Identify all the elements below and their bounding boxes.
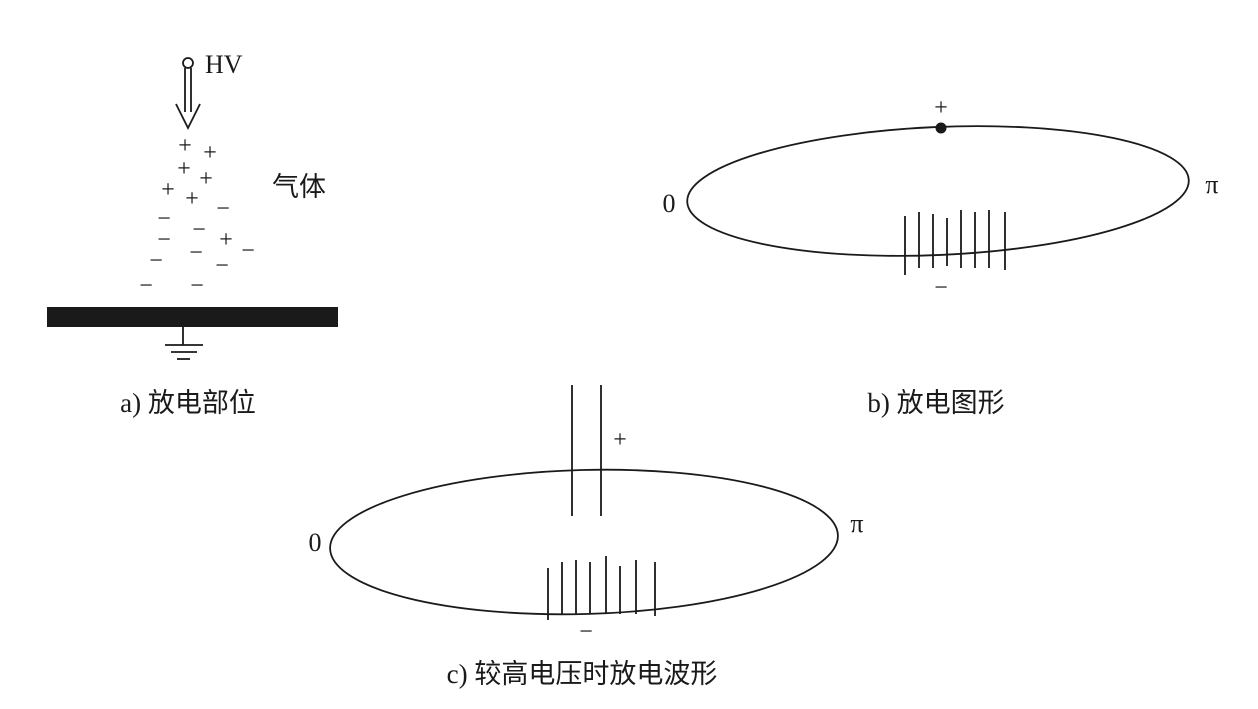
positive-charge-sign: + (161, 177, 175, 203)
phase-ellipse (329, 468, 839, 616)
hv-terminal (182, 57, 194, 69)
negative-pulse-cluster (904, 210, 1006, 275)
hv-label: HV (205, 50, 243, 79)
positive-charge-sign: + (199, 166, 213, 192)
negative-charge-sign: − (189, 240, 203, 266)
negative-charge-sign: − (149, 248, 163, 274)
gas-label: 气体 (272, 172, 326, 202)
panel-a-caption: a) 放电部位 (120, 388, 256, 418)
negative-charge-sign: − (215, 253, 229, 279)
negative-sign: − (579, 619, 593, 645)
panel-a-discharge-location: HV 气体 ++++++−−−−+−−−−−− a) 放电部位 (47, 50, 338, 418)
hv-arrow (175, 68, 201, 131)
negative-pulse-cluster (547, 556, 656, 620)
positive-sign: + (934, 95, 948, 121)
zero-phase-label: 0 (663, 189, 676, 218)
charge-signs: ++++++−−−−+−−−−−− (139, 133, 255, 299)
ground-symbol-icon (165, 327, 203, 360)
zero-phase-label: 0 (309, 528, 322, 557)
positive-discharge-dot (935, 122, 947, 134)
negative-charge-sign: − (190, 273, 204, 299)
positive-charge-sign: + (185, 186, 199, 212)
negative-charge-sign: − (157, 206, 171, 232)
phase-ellipse (686, 125, 1190, 257)
panel-c-high-voltage-waveform: + 0 π − c) 较高电压时放电波形 (309, 385, 864, 689)
negative-charge-sign: − (192, 217, 206, 243)
negative-charge-sign: − (139, 273, 153, 299)
panel-b-discharge-pattern: + 0 π − b) 放电图形 (663, 95, 1219, 418)
positive-pulse-pair (571, 385, 602, 516)
panel-b-caption: b) 放电图形 (867, 388, 1004, 418)
negative-sign: − (934, 275, 948, 301)
negative-charge-sign: − (157, 227, 171, 253)
panel-c-caption: c) 较高电压时放电波形 (447, 659, 718, 689)
ground-plate (47, 307, 338, 327)
pi-phase-label: π (1205, 170, 1218, 199)
positive-charge-sign: + (203, 140, 217, 166)
pi-phase-label: π (850, 509, 863, 538)
negative-charge-sign: − (241, 238, 255, 264)
positive-charge-sign: + (219, 227, 233, 253)
positive-charge-sign: + (177, 156, 191, 182)
negative-charge-sign: − (216, 196, 230, 222)
positive-charge-sign: + (178, 133, 192, 159)
positive-sign: + (613, 427, 627, 453)
